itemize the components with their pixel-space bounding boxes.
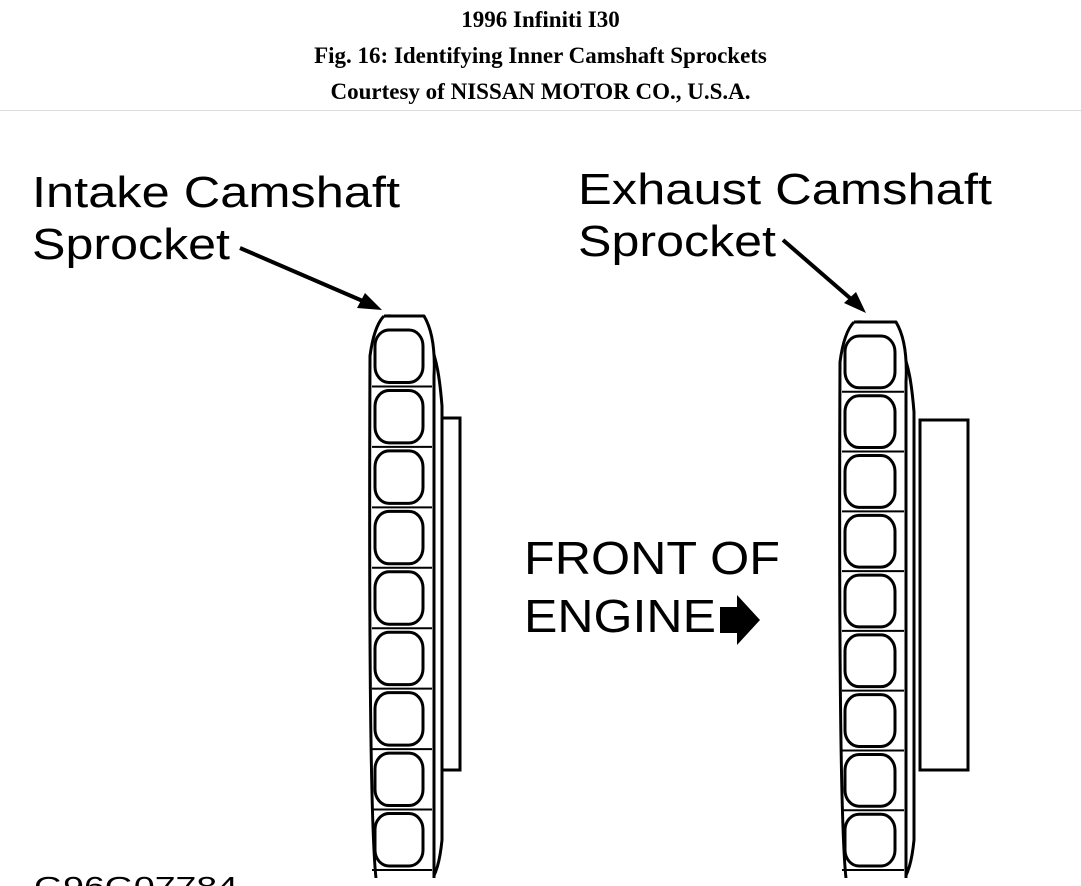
exhaust-label-line1: Exhaust Camshaft xyxy=(578,165,992,214)
exhaust-leader-arrow xyxy=(781,238,866,313)
intake-label-line2: Sprocket xyxy=(32,220,230,269)
intake-camshaft-sprocket xyxy=(368,314,462,878)
exhaust-camshaft-sprocket xyxy=(838,320,970,878)
courtesy-credit: Courtesy of NISSAN MOTOR CO., U.S.A. xyxy=(330,79,751,104)
engine-label: ENGINE xyxy=(524,590,716,642)
camshaft-sprocket-diagram: Intake Camshaft Sprocket Exhaust Camshaf… xyxy=(32,165,992,886)
front-direction-arrow-icon xyxy=(720,595,760,645)
exhaust-label-line2: Sprocket xyxy=(578,217,776,266)
figure-header: 1996 Infiniti I30 Fig. 16: Identifying I… xyxy=(0,0,1081,112)
figure-caption: Fig. 16: Identifying Inner Camshaft Spro… xyxy=(314,43,767,68)
figure-code: G96G07784 xyxy=(34,871,238,886)
vehicle-title: 1996 Infiniti I30 xyxy=(461,7,620,32)
intake-label-line1: Intake Camshaft xyxy=(32,168,400,217)
intake-leader-arrow xyxy=(239,246,382,310)
front-of-label: FRONT OF xyxy=(524,532,780,584)
header-divider xyxy=(0,110,1081,111)
